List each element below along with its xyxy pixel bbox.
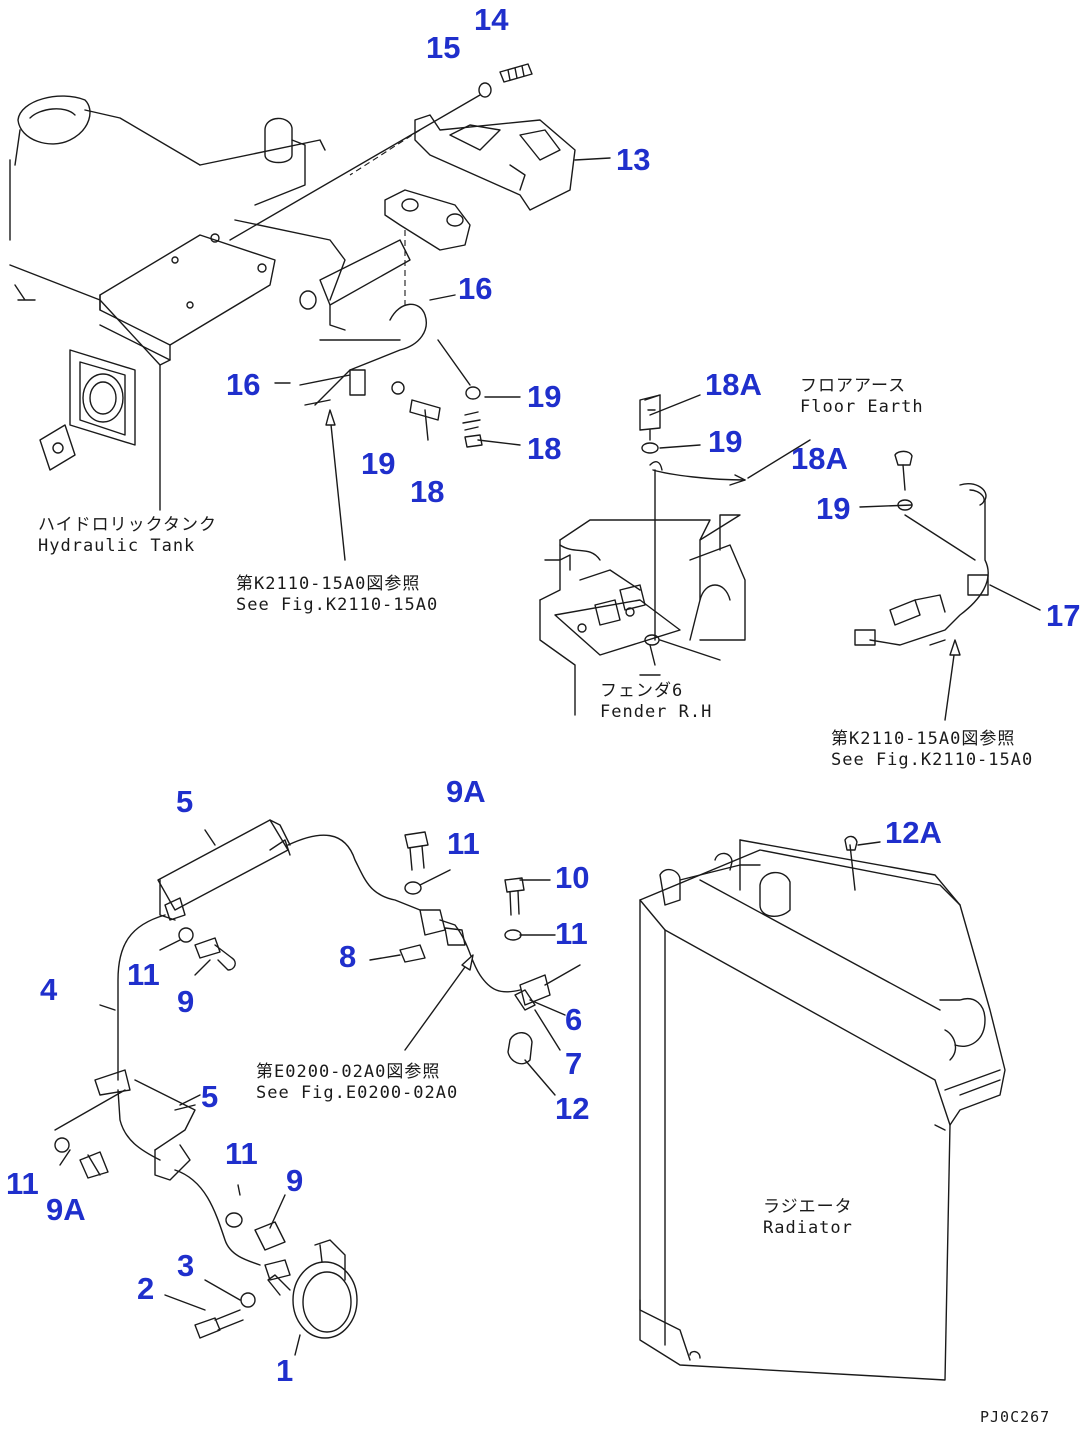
callout-15: 15 — [426, 30, 461, 65]
callout-1: 1 — [276, 1353, 294, 1388]
callout-6: 6 — [565, 1002, 583, 1037]
callout-19-fender: 19 — [708, 424, 743, 459]
note-see-fig-k2110-right: 第K2110-15A0図参照 See Fig.K2110-15A0 — [831, 729, 1034, 770]
note-fender-rh: フェンダ6 Fender R.H — [600, 681, 713, 722]
callout-11-top: 11 — [447, 826, 480, 861]
callout-19-harness: 19 — [816, 491, 851, 526]
callout-10: 10 — [555, 860, 590, 895]
bracket-assembly-drawing — [229, 63, 576, 561]
callout-9A-top: 9A — [446, 774, 486, 809]
callout-4: 4 — [40, 972, 58, 1007]
callout-19-right: 19 — [527, 379, 562, 414]
callout-11-right: 11 — [555, 916, 588, 951]
callout-18A-fender: 18A — [705, 367, 762, 402]
callout-11-bottom-left: 11 — [6, 1166, 39, 1201]
callout-9-lower: 9 — [286, 1163, 304, 1198]
callout-12: 12 — [555, 1091, 590, 1126]
callout-12A: 12A — [885, 815, 942, 850]
callout-leaders — [59, 157, 913, 1166]
callout-5-lower: 5 — [201, 1079, 219, 1114]
callout-7: 7 — [565, 1046, 583, 1081]
callout-2: 2 — [137, 1271, 155, 1306]
callout-19-left: 19 — [361, 446, 396, 481]
callout-3: 3 — [177, 1248, 195, 1283]
callout-11-left: 11 — [127, 957, 160, 992]
callout-9-upper: 9 — [177, 984, 195, 1019]
drawing-code: PJ0C267 — [980, 1408, 1051, 1426]
callout-5-top: 5 — [176, 784, 194, 819]
note-hydraulic-tank: ハイドロリックタンク Hydraulic Tank — [38, 515, 217, 556]
callout-9A-bottom: 9A — [46, 1192, 86, 1227]
horn-wiring-drawing — [54, 819, 581, 1356]
fender-rh-drawing — [539, 394, 811, 716]
callout-17: 17 — [1046, 598, 1081, 633]
callout-16-upper: 16 — [458, 271, 493, 306]
harness-17-drawing — [854, 450, 1041, 721]
callout-8: 8 — [339, 939, 357, 974]
callout-14: 14 — [474, 2, 509, 37]
note-see-fig-e0200: 第E0200-02A0図参照 See Fig.E0200-02A0 — [256, 1062, 459, 1103]
callout-18-left: 18 — [410, 474, 445, 509]
callout-11-lower: 11 — [225, 1136, 258, 1171]
radiator-drawing — [639, 835, 1006, 1381]
callout-13: 13 — [616, 142, 651, 177]
note-see-fig-k2110-left: 第K2110-15A0図参照 See Fig.K2110-15A0 — [236, 574, 439, 615]
callout-18A-harness: 18A — [791, 441, 848, 476]
note-radiator: ラジエータ Radiator — [763, 1197, 853, 1238]
hydraulic-tank-drawing — [9, 95, 346, 511]
callout-18-right: 18 — [527, 431, 562, 466]
note-floor-earth: フロアアース Floor Earth — [800, 376, 924, 417]
callout-16-lower: 16 — [226, 367, 261, 402]
